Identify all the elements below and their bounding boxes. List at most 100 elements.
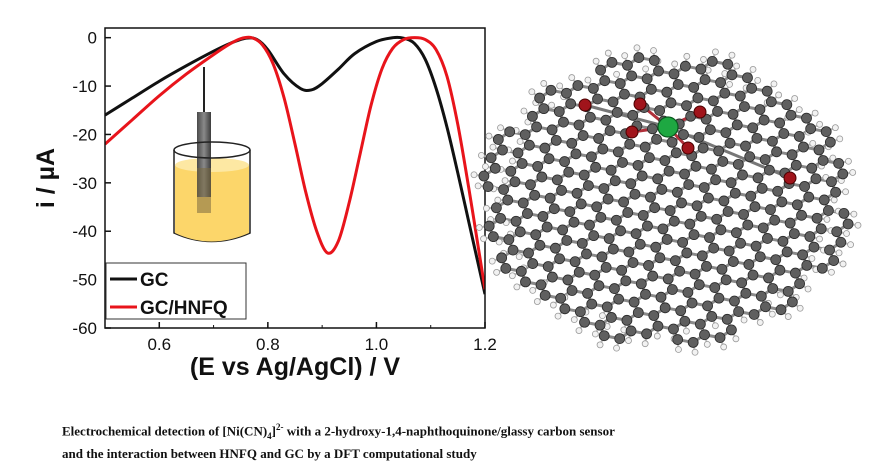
hydrogen-atom xyxy=(488,257,496,265)
carbon-atom xyxy=(810,173,822,185)
caption-subscript: 4 xyxy=(267,430,272,441)
carbon-atom xyxy=(666,284,678,295)
carbon-atom xyxy=(754,251,766,263)
carbon-atom xyxy=(784,217,796,229)
hydrogen-atom xyxy=(520,107,528,115)
y-tick-label: -60 xyxy=(72,319,97,338)
carbon-atom xyxy=(558,116,569,128)
carbon-atom xyxy=(828,255,840,266)
carbon-atom xyxy=(490,202,502,214)
hydrogen-atom xyxy=(850,210,858,218)
carbon-atom xyxy=(650,241,662,253)
hydrogen-atom xyxy=(795,106,803,114)
carbon-atom xyxy=(559,303,571,315)
carbon-atom xyxy=(743,259,755,270)
carbon-atom xyxy=(752,172,764,184)
hydrogen-atom xyxy=(482,204,490,212)
hydrogen-atom xyxy=(508,272,516,280)
hydrogen-atom xyxy=(613,344,620,352)
carbon-atom xyxy=(801,112,812,124)
carbon-atom xyxy=(709,282,721,293)
carbon-atom xyxy=(607,243,619,255)
hydrogen-atom xyxy=(554,312,562,320)
carbon-atom xyxy=(514,226,526,238)
carbon-atom xyxy=(820,126,832,137)
carbon-atom xyxy=(598,330,610,342)
carbon-atom xyxy=(693,279,705,291)
hydrogen-atom xyxy=(485,132,493,140)
carbon-atom xyxy=(489,162,501,174)
hydrogen-atom xyxy=(480,235,487,243)
carbon-atom xyxy=(735,237,746,249)
carbon-atom xyxy=(674,265,685,277)
hydrogen-atom xyxy=(847,241,854,249)
hydrogen-atom xyxy=(700,56,707,63)
carbon-atom xyxy=(707,95,719,107)
carbon-atom xyxy=(755,290,767,302)
carbon-atom xyxy=(838,207,850,219)
carbon-atom xyxy=(722,206,734,217)
carbon-atom xyxy=(786,296,798,308)
hydrogen-atom xyxy=(836,135,844,143)
carbon-atom xyxy=(500,263,512,274)
carbon-atom xyxy=(502,194,514,206)
carbon-atom xyxy=(713,145,725,157)
carbon-atom xyxy=(632,159,644,171)
carbon-atom xyxy=(598,183,610,194)
carbon-atom xyxy=(628,296,640,308)
carbon-atom xyxy=(530,229,542,241)
hydrogen-atom xyxy=(756,319,764,326)
oxygen-atom xyxy=(681,141,695,155)
carbon-atom xyxy=(515,265,527,277)
carbon-atom xyxy=(642,220,653,232)
carbon-atom xyxy=(668,68,680,80)
carbon-atom xyxy=(532,160,544,172)
hydrogen-atom xyxy=(497,124,504,132)
carbon-atom xyxy=(687,337,699,348)
carbon-atom xyxy=(682,286,694,298)
hydrogen-atom xyxy=(475,224,483,231)
x-tick-label: 0.6 xyxy=(147,335,171,354)
carbon-atom xyxy=(614,78,626,89)
y-tick-label: -30 xyxy=(72,174,97,193)
carbon-atom xyxy=(763,272,774,284)
caption-line-1: Electrochemical detection of [Ni(CN)4]2-… xyxy=(62,419,862,445)
hydrogen-atom xyxy=(712,48,719,56)
carbon-atom xyxy=(587,82,599,94)
carbon-atom xyxy=(672,79,684,90)
carbon-atom xyxy=(609,283,620,294)
carbon-atom xyxy=(565,98,577,110)
hydrogen-atom xyxy=(650,47,657,54)
oxygen-atom xyxy=(633,97,647,111)
carbon-atom xyxy=(696,250,708,262)
caption-superscript: 2- xyxy=(276,422,284,432)
carbon-atom xyxy=(522,208,533,219)
carbon-atom xyxy=(630,228,642,240)
carbon-atom xyxy=(781,99,793,111)
carbon-atom xyxy=(762,233,773,244)
carbon-atom xyxy=(661,234,673,245)
carbon-atom xyxy=(561,87,572,99)
carbon-atom xyxy=(559,156,570,167)
carbon-atom xyxy=(539,289,551,301)
carbon-atom xyxy=(771,146,782,158)
carbon-atom xyxy=(604,125,616,137)
carbon-atom xyxy=(721,313,733,325)
carbon-atom xyxy=(742,219,754,231)
hydrogen-atom xyxy=(823,216,831,223)
carbon-atom xyxy=(600,114,612,126)
carbon-atom xyxy=(695,63,707,75)
x-tick-label: 1.2 xyxy=(473,335,497,354)
carbon-atom xyxy=(539,142,551,154)
hydrogen-atom xyxy=(808,255,816,262)
hydrogen-atom xyxy=(770,80,778,88)
hydrogen-atom xyxy=(671,60,679,68)
carbon-atom xyxy=(772,185,784,197)
carbon-atom xyxy=(668,215,680,227)
carbon-atom xyxy=(824,244,835,256)
carbon-atom xyxy=(595,211,607,223)
carbon-atom xyxy=(805,123,817,135)
carbon-atom xyxy=(798,141,809,153)
hydrogen-atom xyxy=(482,163,489,170)
carbon-atom xyxy=(715,77,726,88)
